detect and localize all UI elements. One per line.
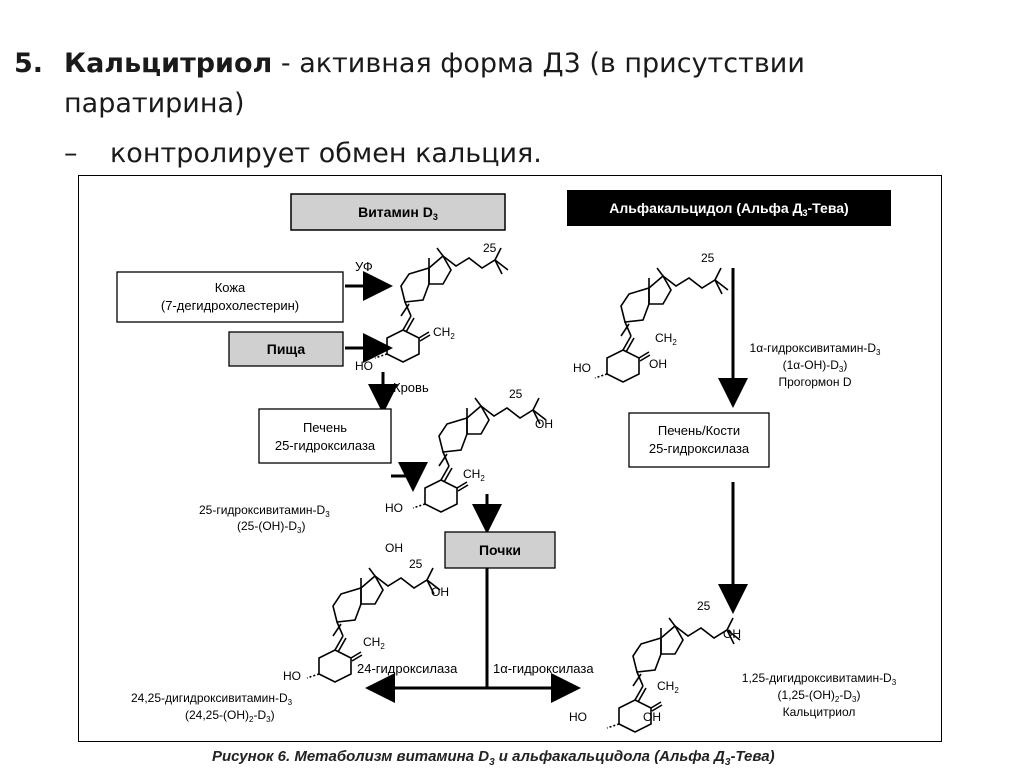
alfa-label-1: 1α-гидроксивитамин-D3 (750, 341, 881, 357)
mol3-ho: HO (283, 669, 301, 683)
liver-bone-label-2: 25-гидроксилаза (649, 441, 750, 456)
bullet-dash: – (64, 138, 78, 169)
liver-box (258, 408, 392, 464)
heading-line-1: Кальцитриол - активная форма Д3 (в прису… (64, 48, 805, 79)
liver-label-2: 25-гидроксилаза (275, 438, 376, 453)
mol1-ch2: CH2 (433, 325, 455, 341)
blood-label: Кровь (393, 380, 429, 395)
figure-caption: Рисунок 6. Метаболизм витамина D3 и альф… (212, 748, 775, 768)
mol1-ho: HO (355, 359, 373, 373)
bullet-text: контролирует обмен кальция. (110, 138, 542, 169)
mol3-oh: OH (431, 585, 449, 599)
skin-label-2: (7-дегидрохолестерин) (161, 298, 299, 313)
hydroxylase-24: 24-гидроксилаза (357, 661, 458, 676)
kidneys-box (444, 531, 556, 569)
calcitriol-label-1: 1,25-дигидроксивитамин-D3 (742, 671, 897, 687)
mol5-ho: HO (569, 710, 587, 724)
heading-line-2: паратирина) (64, 88, 245, 119)
vitamin-d3-box (290, 193, 506, 231)
mol2-25: 25 (509, 387, 523, 401)
mol4-ho: HO (573, 361, 591, 375)
liver-bone-box (628, 412, 770, 468)
mol1-25: 25 (483, 241, 497, 255)
mol3-25: 25 (409, 557, 423, 571)
alfacalcidol-label: Альфакальцидол (Альфа Д3-Тева) (609, 200, 848, 218)
hydroxylase-1a: 1α-гидроксилаза (493, 661, 594, 676)
food-box (228, 331, 344, 367)
calcidiol-label-1: 25-гидроксивитамин-D3 (199, 503, 330, 519)
mol5-oh: OH (723, 627, 741, 641)
kidneys-label: Почки (479, 542, 521, 558)
list-number: 5. (14, 48, 44, 79)
calcidiol-molecule (412, 397, 547, 513)
dihydroxy24-label-1: 24,25-дигидроксивитамин-D3 (131, 691, 293, 707)
dihydroxy24-label-2: (24,25-(OH)2-D3) (185, 708, 275, 724)
liver-bone-label-1: Печень/Кости (658, 423, 740, 438)
vitamin-d3-molecule (374, 247, 509, 363)
uv-label: УФ (355, 259, 373, 274)
calcitriol-molecule (606, 617, 741, 733)
alfacalcidol-box (567, 190, 891, 226)
skin-label-1: Кожа (215, 280, 246, 295)
mol5-25: 25 (697, 599, 711, 613)
mol4-25: 25 (701, 251, 715, 265)
mol3-ch2: CH2 (363, 635, 385, 651)
mol3-oh-top: OH (385, 541, 403, 555)
calcitriol-label-2: (1,25-(OH)2-D3) (778, 688, 861, 704)
mol4-ch2: CH2 (655, 331, 677, 347)
skin-box (116, 271, 344, 323)
calcitriol-label-3: Кальцитриол (783, 705, 856, 719)
mol2-ho: HO (385, 501, 403, 515)
food-label: Пища (267, 341, 306, 357)
metabolism-diagram: Витамин D3 Альфакальцидол (Альфа Д3-Тева… (116, 190, 897, 733)
alfa-label-2: (1α-OH)-D3) (783, 358, 848, 374)
vitamin-d3-label: Витамин D3 (358, 204, 438, 222)
mol5-ch2: CH2 (657, 679, 679, 695)
mol2-ch2: CH2 (463, 467, 485, 483)
mol2-oh: OH (535, 417, 553, 431)
alfa-label-3: Прогормон D (779, 375, 852, 389)
heading-rest: - активная форма Д3 (в присутствии (272, 48, 805, 79)
calcidiol-label-2: (25-(OH)-D3) (237, 519, 305, 535)
mol4-oh: OH (649, 357, 667, 371)
metabolism-figure: Витамин D3 Альфакальцидол (Альфа Д3-Тева… (78, 175, 942, 742)
mol5-oh2: OH (643, 710, 661, 724)
liver-label-1: Печень (303, 420, 347, 435)
heading-bold-term: Кальцитриол (64, 48, 273, 79)
